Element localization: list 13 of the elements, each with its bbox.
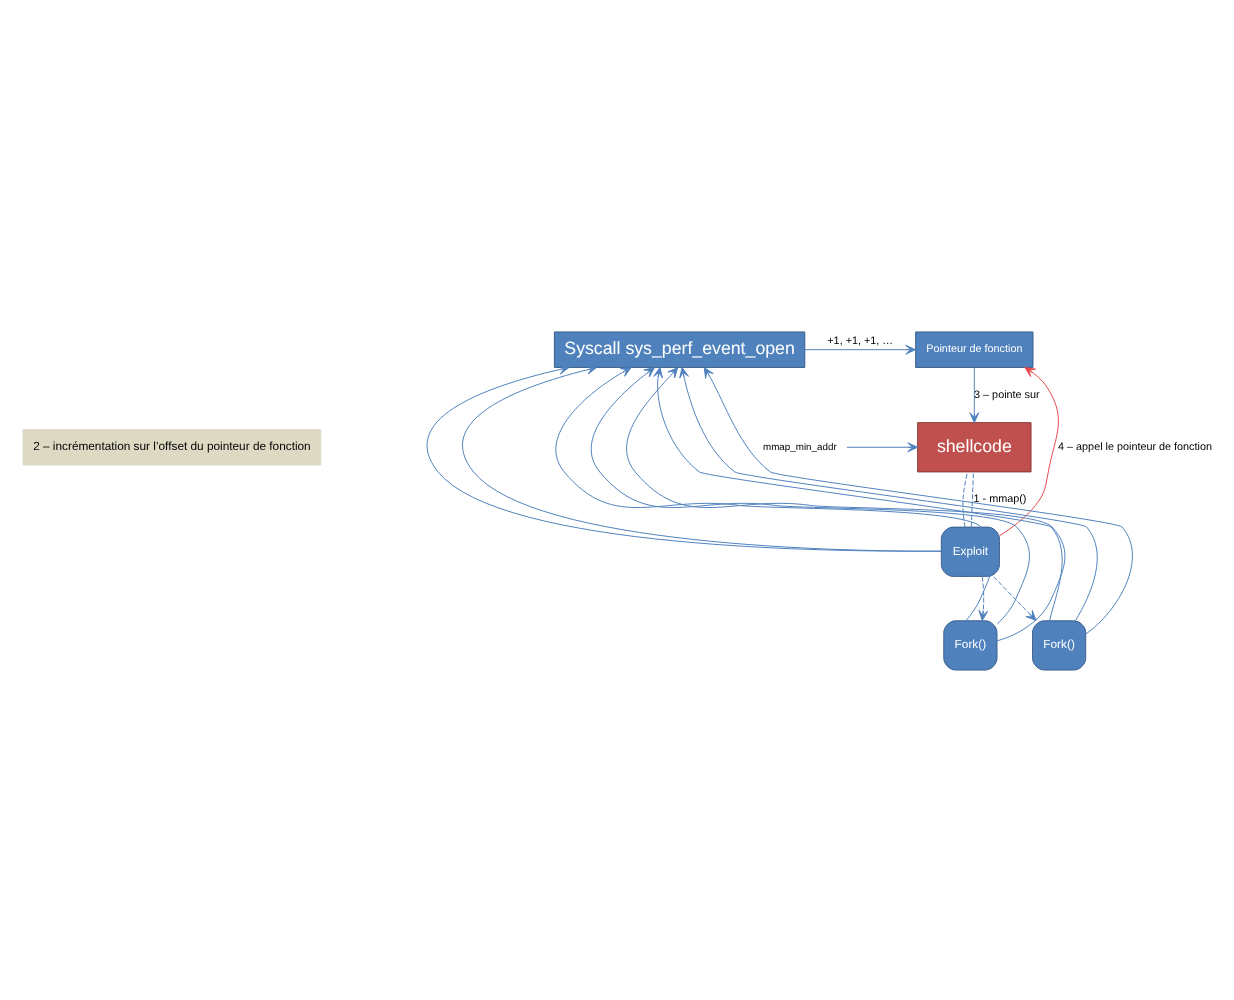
arrow xyxy=(804,343,917,354)
arrow xyxy=(969,366,980,422)
arrow xyxy=(993,575,1037,620)
arrow xyxy=(978,575,989,620)
arrow xyxy=(999,365,1059,536)
arrow xyxy=(846,441,919,452)
node-box: Syscall sys_perf_event_open xyxy=(553,330,806,367)
node-box: shellcode xyxy=(917,421,1032,472)
arrow xyxy=(555,366,995,621)
arrow xyxy=(703,366,1133,634)
connector xyxy=(970,470,974,527)
connector xyxy=(962,470,969,527)
arrow xyxy=(590,366,1030,624)
